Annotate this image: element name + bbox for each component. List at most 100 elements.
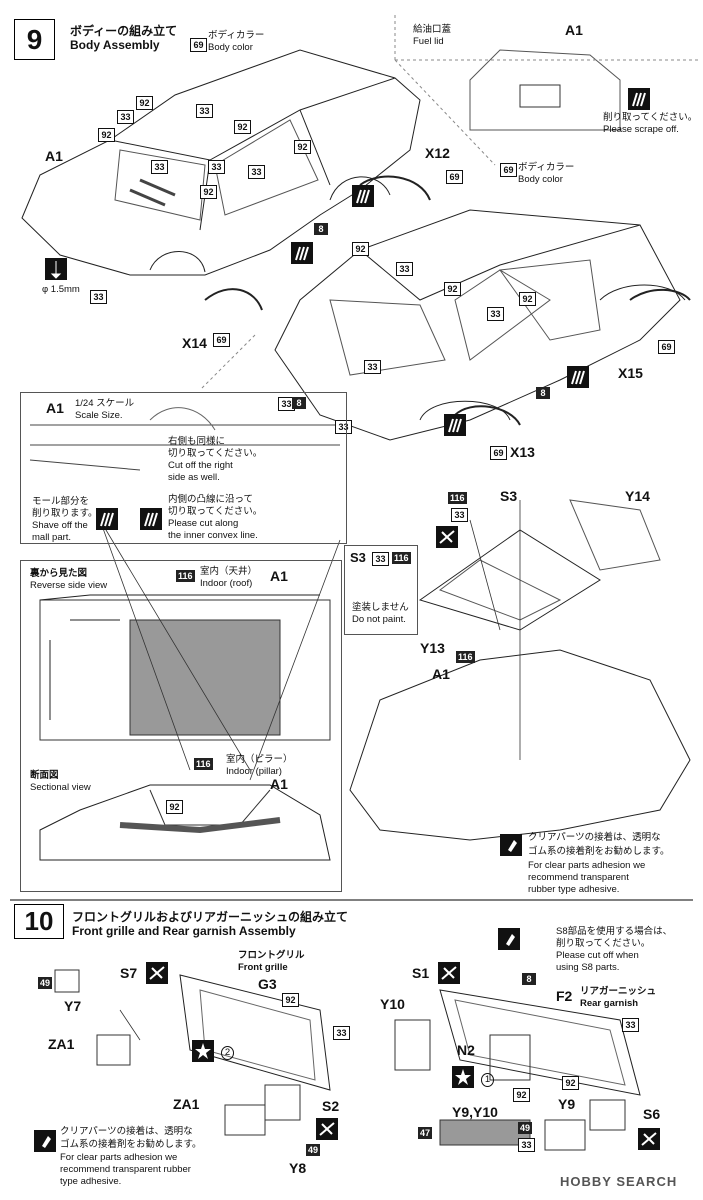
code-47: 47 [418, 1127, 433, 1139]
circle-2: 2 [221, 1046, 234, 1060]
s8-note-jp-2: 削り取ってください。 [556, 938, 651, 949]
code-33: 33 [487, 307, 504, 321]
code-116: 116 [176, 570, 195, 582]
s3-box-codes: S3 [350, 550, 366, 565]
mall-jp-2: 削り取ります。 [32, 508, 98, 519]
code-69: 69 [658, 340, 675, 354]
part-s7: S7 [120, 965, 138, 981]
body-color-jp-2: ボディカラー [518, 162, 575, 173]
scrape-icon [567, 366, 589, 388]
sectional-part: A1 [270, 776, 288, 792]
step-9-number: 9 [14, 19, 55, 60]
step-10-number: 10 [14, 904, 64, 939]
sectional-jp: 断面図 [30, 770, 59, 781]
right-side-jp-1: 右側も同様に [168, 436, 226, 447]
part-za1-b: ZA1 [173, 1096, 200, 1112]
code-92: 92 [352, 242, 369, 256]
code-116: 116 [448, 492, 467, 504]
code-33: 33 [335, 420, 352, 434]
no-paint-icon [638, 1128, 660, 1150]
hobby-search-watermark: HOBBY SEARCH [560, 1174, 678, 1189]
code-33: 33 [372, 552, 389, 566]
fuel-lid-scrape-en: Please scrape off. [603, 124, 679, 135]
glue-icon [34, 1130, 56, 1152]
star-icon [452, 1066, 474, 1088]
mall-en-1: Shave off the [32, 520, 88, 531]
code-69: 69 [190, 38, 207, 52]
step-10-title-jp: フロントグリルおよびリアガーニッシュの組み立て [72, 910, 349, 924]
part-x12: X12 [425, 145, 450, 161]
code-33: 33 [622, 1018, 639, 1032]
code-33: 33 [396, 262, 413, 276]
pillar-jp: 室内（ピラー） [226, 754, 293, 765]
pillar-en: Indoor (pillar) [226, 766, 282, 777]
code-116: 116 [392, 552, 411, 564]
part-x15: X15 [618, 365, 643, 381]
fuel-lid-jp: 給油口蓋 [413, 24, 452, 35]
step10-clear-jp-1: クリアパーツの接着は、透明な [60, 1126, 193, 1137]
no-paint-icon [438, 962, 460, 984]
code-69: 69 [446, 170, 463, 184]
code-69: 69 [500, 163, 517, 177]
code-33: 33 [151, 160, 168, 174]
scrape-icon [291, 242, 313, 264]
rear-garnish-jp: リアガーニッシュ [580, 986, 657, 997]
drill-icon [45, 258, 67, 280]
part-y9-y10: Y9,Y10 [452, 1104, 498, 1120]
code-8: 8 [536, 387, 550, 399]
code-8: 8 [314, 223, 328, 235]
part-n2: N2 [457, 1042, 475, 1058]
code-92: 92 [282, 993, 299, 1007]
code-49: 49 [38, 977, 53, 989]
code-92: 92 [444, 282, 461, 296]
roof-jp: 室内（天井） [200, 566, 258, 577]
scrape-icon [96, 508, 118, 530]
part-g3: G3 [258, 976, 277, 992]
part-y10: Y10 [380, 996, 405, 1012]
roof-en: Indoor (roof) [200, 578, 253, 589]
part-za1: ZA1 [48, 1036, 75, 1052]
front-grille-jp: フロントグリル [238, 950, 305, 961]
circle-1: 1 [481, 1073, 494, 1087]
fuel-lid-en: Fuel lid [413, 36, 444, 47]
reverse-en: Reverse side view [30, 580, 108, 591]
code-92: 92 [166, 800, 183, 814]
code-92: 92 [294, 140, 311, 154]
code-92: 92 [519, 292, 536, 306]
part-a1: A1 [45, 148, 63, 164]
s8-note-jp-1: S8部品を使用する場合は、 [556, 926, 673, 937]
code-92: 92 [562, 1076, 579, 1090]
mall-en-2: mall part. [32, 532, 72, 543]
mall-jp-1: モール部分を [32, 496, 90, 507]
convex-en-2: the inner convex line. [168, 530, 258, 541]
convex-jp-1: 内側の凸線に沿って [168, 494, 254, 505]
scale-box-part: A1 [46, 400, 64, 416]
code-116: 116 [456, 651, 475, 663]
part-a1-b: A1 [432, 666, 450, 682]
code-33: 33 [451, 508, 468, 522]
scale-en: Scale Size. [75, 410, 123, 421]
right-side-en-1: Cut off the right [168, 460, 233, 471]
front-grille-en: Front grille [238, 962, 288, 973]
code-49: 49 [306, 1144, 321, 1156]
glue-icon [500, 834, 522, 856]
part-f2: F2 [556, 988, 573, 1004]
code-33: 33 [117, 110, 134, 124]
step-9-title-jp: ボディーの組み立て [70, 24, 178, 38]
part-x14: X14 [182, 335, 207, 351]
scale-box [20, 392, 347, 544]
scrape-icon [498, 928, 520, 950]
star-icon [192, 1040, 214, 1062]
part-y13: Y13 [420, 640, 445, 656]
part-s2: S2 [322, 1098, 340, 1114]
no-paint-icon [146, 962, 168, 984]
car-body-2 [274, 209, 686, 441]
scale-jp: 1/24 スケール [75, 398, 135, 409]
scrape-icon [628, 88, 650, 110]
part-s1: S1 [412, 965, 430, 981]
code-8: 8 [292, 397, 306, 409]
code-8: 8 [522, 973, 536, 985]
clear-note-jp-2: ゴム系の接着剤をお勧めします。 [528, 846, 670, 857]
code-33: 33 [518, 1138, 535, 1152]
